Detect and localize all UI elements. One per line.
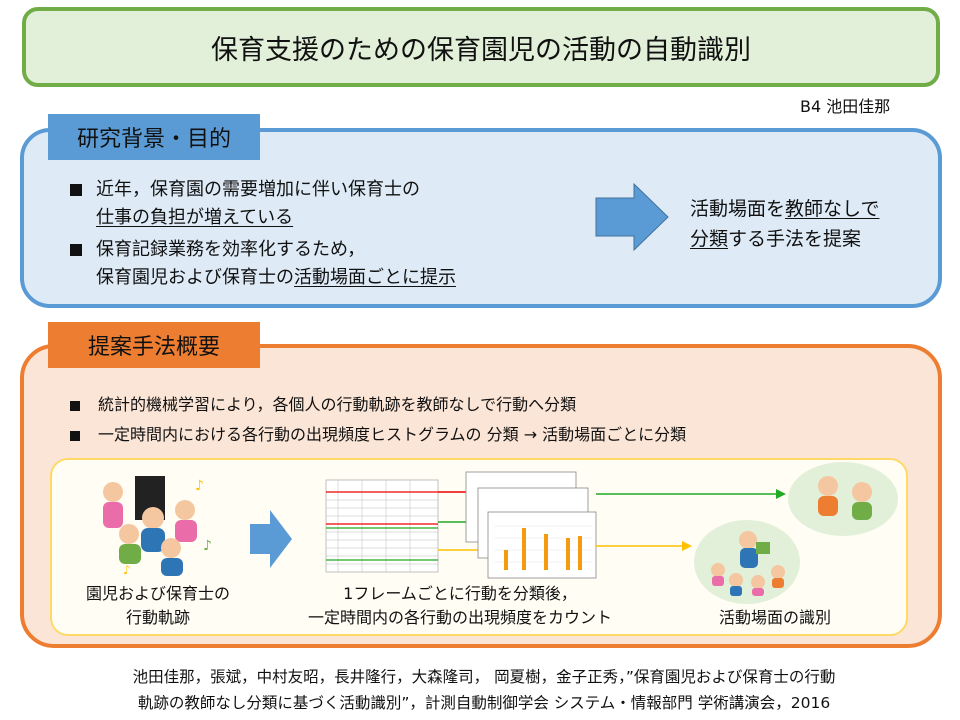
author-label: B4 池田佳那: [800, 97, 891, 116]
bullet-square-icon: [70, 184, 82, 196]
count-caption: 1フレームごとに行動を分類後， 一定時間内の各行動の出現頻度をカウント: [307, 584, 612, 627]
title-banner: 保育支援のための保育園児の活動の自動識別: [22, 7, 940, 87]
reference-citation: 池田佳那，張斌，中村友昭，長井隆行，大森隆司， 岡夏樹，金子正秀，”保育園児およ…: [132, 668, 836, 712]
svg-text:♪: ♪: [195, 478, 204, 494]
right-arrow-icon: [250, 510, 292, 568]
background-heading: 研究背景・目的: [48, 114, 260, 160]
activity-output-graphic: [596, 489, 786, 551]
bullet-square-icon: [70, 244, 82, 256]
svg-text:♪: ♪: [203, 538, 212, 554]
svg-text:♪: ♪: [123, 563, 131, 577]
method-heading: 提案手法概要: [48, 322, 260, 368]
output-caption: 活動場面の識別: [718, 608, 831, 627]
method-bullet-2: 一定時間内における各行動の出現頻度ヒストグラムの 分類 → 活動場面ごとに分類: [70, 420, 686, 450]
underlined-text: 活動場面ごとに提示: [294, 267, 456, 288]
page-title: 保育支援のための保育園児の活動の自動識別: [211, 34, 751, 66]
method-bullet-1: 統計的機械学習により，各個人の行動軌跡を教師なしで行動へ分類: [70, 390, 686, 420]
right-arrow-icon: [595, 182, 669, 252]
bullet-square-icon: [70, 400, 80, 411]
background-bullet-2: 保育記録業務を効率化するため， 保育園児および保育士の活動場面ごとに提示: [70, 236, 590, 292]
activity-scene-play: [788, 462, 898, 536]
frequency-table-graphic: [325, 471, 597, 579]
input-caption: 園児および保育士の 行動軌跡: [85, 584, 230, 627]
research-goal: 活動場面を教師なしで 分類する手法を提案: [690, 198, 880, 250]
underlined-text: 仕事の負担が増えている: [96, 207, 294, 228]
bullet-square-icon: [70, 430, 80, 441]
background-bullet-1: 近年，保育園の需要増加に伴い保育士の 仕事の負担が増えている: [70, 176, 590, 232]
story-time-illustration: [711, 531, 785, 596]
playing-children-illustration: [818, 476, 872, 520]
children-illustration: ♪ ♪ ♪: [103, 476, 212, 577]
background-bullets: 近年，保育園の需要増加に伴い保育士の 仕事の負担が増えている 保育記録業務を効率…: [70, 176, 590, 296]
method-bullets: 統計的機械学習により，各個人の行動軌跡を教師なしで行動へ分類 一定時間内における…: [70, 390, 686, 450]
